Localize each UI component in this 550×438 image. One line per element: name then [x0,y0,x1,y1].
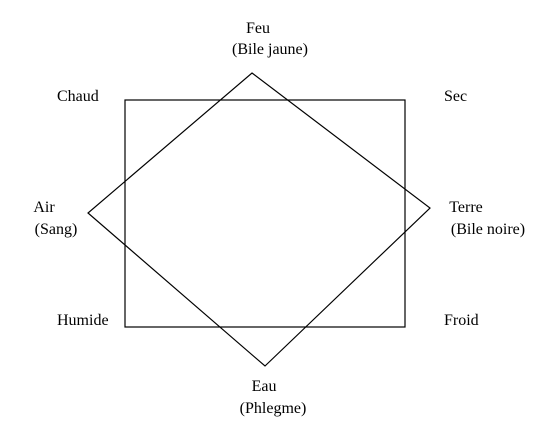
label-water-humor: (Phlegme) [240,400,307,417]
label-quality-cold: Froid [444,312,479,329]
elements-diamond [87,72,431,367]
label-fire: Feu [246,20,270,37]
label-earth-humor: (Bile noire) [451,221,525,238]
label-quality-wet: Humide [57,312,109,329]
label-water: Eau [252,378,277,395]
label-quality-dry: Sec [444,88,467,105]
label-air: Air [33,199,55,216]
label-quality-hot: Chaud [57,88,99,105]
qualities-square [124,99,406,328]
label-fire-humor: (Bile jaune) [232,41,308,58]
label-earth: Terre [449,199,483,216]
label-air-humor: (Sang) [35,221,78,238]
